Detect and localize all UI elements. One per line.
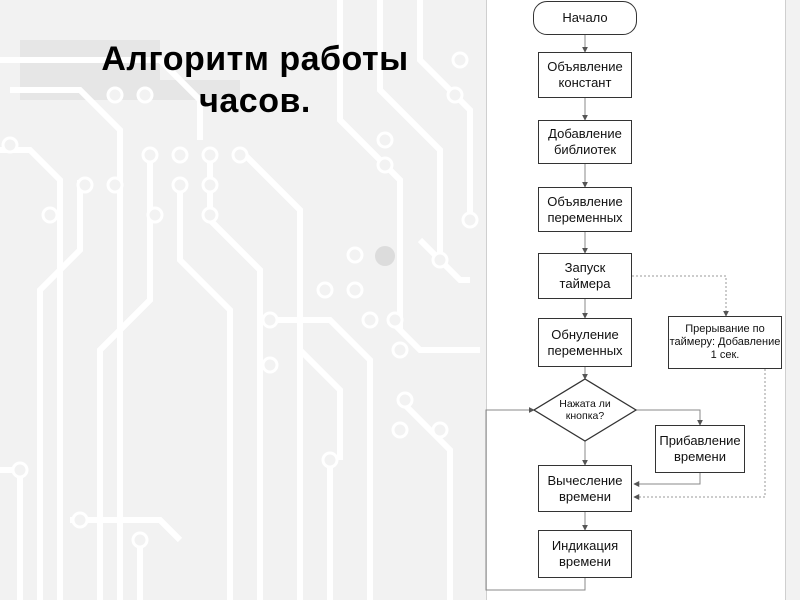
dotted-link-interrupt-to-calc	[633, 369, 766, 500]
circuit-pad	[41, 206, 59, 224]
circuit-via	[375, 246, 395, 266]
circuit-pad	[136, 86, 154, 104]
circuit-trace	[377, 0, 443, 260]
circuit-pad	[346, 246, 364, 264]
circuit-pad	[146, 206, 164, 224]
circuit-pad	[11, 461, 29, 479]
start-label: Начало	[562, 10, 608, 25]
circuit-pad	[461, 211, 479, 229]
start-terminal: Начало	[533, 1, 637, 35]
step-add-time: Прибавление времени	[655, 425, 745, 473]
dotted-link-timer-to-interrupt	[632, 275, 729, 317]
slide-title-line-2: часов.	[199, 82, 311, 120]
circuit-pad	[376, 156, 394, 174]
circuit-pad	[431, 251, 449, 269]
circuit-trace	[237, 147, 303, 600]
arrow-loop-back-to-decision	[485, 407, 586, 591]
step-add-libraries-label: Добавление библиотек	[548, 126, 622, 157]
interrupt-timer-box: Прерывание по таймеру: Добавление 1 сек.	[668, 316, 782, 369]
circuit-pad	[201, 206, 219, 224]
arrow-add-time-to-calc	[633, 473, 701, 487]
circuit-pad	[431, 421, 449, 439]
interrupt-timer-label: Прерывание по таймеру: Добавление 1 сек.	[669, 323, 781, 361]
circuit-pad	[261, 356, 279, 374]
step-reset-variables-label: Обнуление переменных	[547, 326, 623, 358]
circuit-pad	[131, 531, 149, 549]
decision-label: Нажата ли кнопка?	[559, 398, 611, 422]
circuit-pad	[201, 176, 219, 194]
step-display-time-label: Индикация времени	[551, 538, 619, 569]
step-reset-variables: Обнуление переменных	[538, 318, 632, 367]
circuit-pad	[141, 146, 159, 164]
circuit-trace	[387, 317, 480, 353]
circuit-pad	[446, 86, 464, 104]
circuit-trace	[270, 317, 373, 600]
circuit-pad	[451, 51, 469, 69]
circuit-pad	[321, 451, 339, 469]
circuit-trace	[177, 180, 233, 600]
flowchart-panel	[486, 0, 786, 600]
circuit-trace	[337, 0, 403, 330]
circuit-trace	[397, 397, 453, 600]
step-calculate-time: Вычесление времени	[538, 465, 632, 512]
circuit-pad	[361, 311, 379, 329]
circuit-pad	[171, 146, 189, 164]
step-display-time: Индикация времени	[538, 530, 632, 578]
circuit-trace	[0, 57, 203, 140]
circuit-pad	[391, 341, 409, 359]
step-declare-constants: Объявление констант	[538, 52, 632, 98]
circuit-trace	[417, 237, 470, 283]
circuit-trace	[97, 150, 153, 600]
slide-title: Алгоритм работы часов.	[60, 38, 450, 122]
circuit-trace	[70, 517, 183, 543]
circuit-pad	[231, 146, 249, 164]
circuit-pad	[376, 131, 394, 149]
circuit-pad	[76, 176, 94, 194]
circuit-pad	[316, 281, 334, 299]
circuit-pad	[171, 176, 189, 194]
circuit-pad	[106, 86, 124, 104]
step-start-timer-label: Запуск таймера	[559, 260, 611, 291]
circuit-pad	[396, 391, 414, 409]
slide-title-line-1: Алгоритм работы	[101, 40, 409, 78]
step-calculate-time-label: Вычесление времени	[547, 472, 623, 504]
circuit-pad	[106, 176, 124, 194]
decision-diamond	[532, 378, 638, 442]
circuit-pad	[346, 281, 364, 299]
step-add-libraries: Добавление библиотек	[538, 120, 632, 164]
step-declare-variables: Объявление переменных	[538, 187, 632, 232]
step-declare-constants-label: Объявление констант	[547, 59, 623, 90]
circuit-trace	[417, 0, 473, 220]
circuit-pad	[71, 511, 89, 529]
circuit-pad	[1, 136, 19, 154]
step-add-time-label: Прибавление времени	[659, 433, 741, 464]
step-declare-variables-label: Объявление переменных	[547, 193, 623, 225]
circuit-trace	[10, 87, 123, 600]
step-start-timer: Запуск таймера	[538, 253, 632, 299]
circuit-pad	[391, 421, 409, 439]
circuit-trace	[37, 180, 83, 600]
circuit-trace	[297, 347, 343, 460]
arrow-decision-to-add-time	[636, 409, 703, 426]
circuit-pad	[386, 311, 404, 329]
circuit-pad	[201, 146, 219, 164]
circuit-pad	[261, 311, 279, 329]
